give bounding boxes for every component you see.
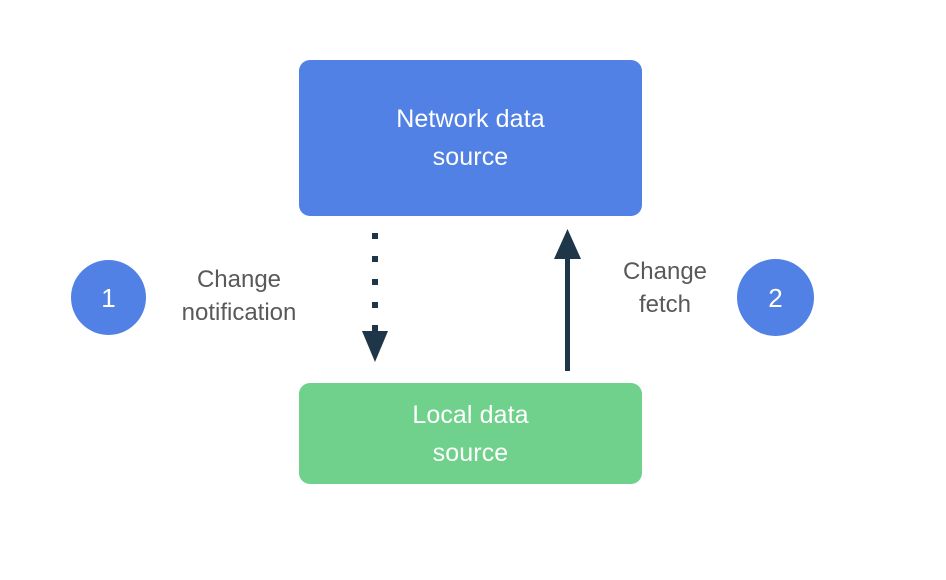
- notification-arrow-icon: [362, 233, 388, 362]
- node-local-data-source[interactable]: Local data source: [299, 383, 642, 484]
- step-badge-1-number: 1: [101, 282, 116, 313]
- edge-label-change-fetch: Change fetch: [622, 258, 708, 318]
- step-badge-1[interactable]: 1: [71, 260, 146, 335]
- fetch-arrow-icon: [554, 229, 581, 371]
- step-badge-2[interactable]: 2: [737, 259, 814, 336]
- node-local-data-source-label: Local data source: [412, 400, 529, 467]
- node-network-data-source-label: Network data source: [396, 105, 545, 171]
- edge-label-change-notification: Change notification: [181, 266, 297, 326]
- step-badge-2-number: 2: [768, 282, 783, 313]
- node-network-data-source[interactable]: Network data source: [299, 60, 642, 216]
